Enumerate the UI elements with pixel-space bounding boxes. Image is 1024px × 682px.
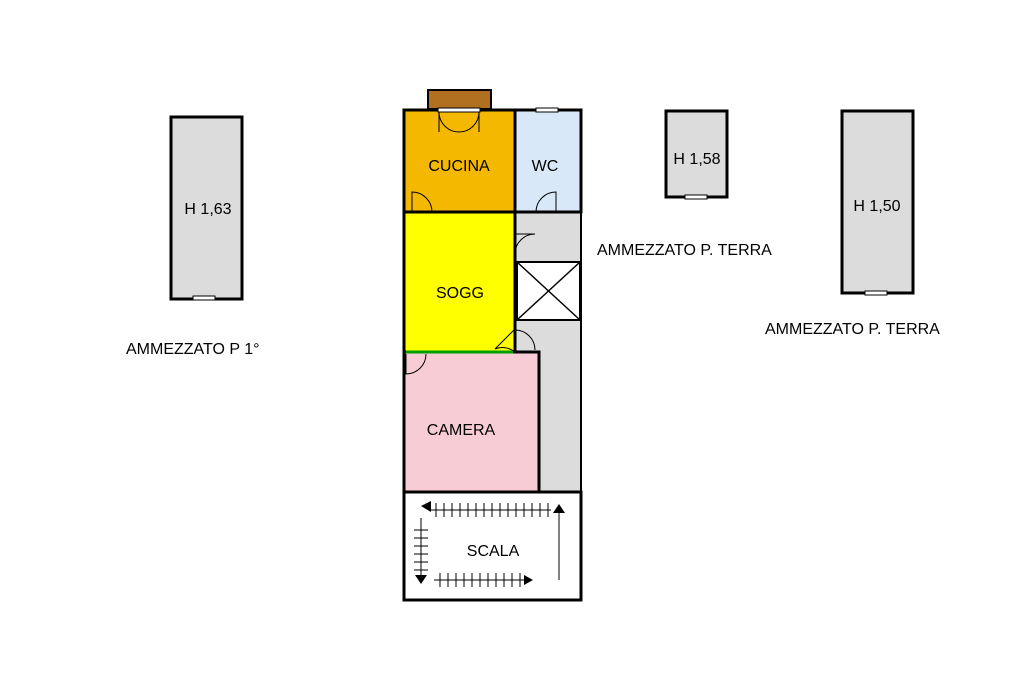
door-arc-cucina — [411, 191, 433, 213]
mezzanine-ground-a-caption: AMMEZZATO P. TERRA — [597, 242, 772, 259]
door-arc-wc — [535, 191, 557, 213]
mezzanine-ground-a: H 1,58 — [664, 109, 729, 200]
mezzanine-first-floor: H 1,63 — [169, 115, 244, 301]
stair-treads — [414, 503, 560, 587]
door-arc-sogg-lower — [494, 328, 516, 353]
main-apartment: CUCINA WC SOGG CAMERA SCALA — [402, 89, 583, 602]
wc-window — [535, 107, 559, 113]
door-arc-camera — [405, 353, 427, 375]
room-label-wc: WC — [532, 158, 559, 175]
mezzanine-ground-a-height: H 1,58 — [673, 151, 720, 168]
room-label-cucina: CUCINA — [428, 158, 490, 175]
door-arc-sogg — [514, 233, 536, 255]
room-sogg — [402, 210, 517, 354]
stair-arrow-icons — [415, 501, 565, 585]
french-door-icon — [437, 107, 481, 133]
mezzanine-first-floor-height: H 1,63 — [184, 201, 231, 218]
mezzanine-first-floor-box — [169, 115, 244, 301]
mezzanine-ground-b-height: H 1,50 — [853, 198, 900, 215]
mezzanine-ground-b-caption: AMMEZZATO P. TERRA — [765, 321, 940, 338]
door-arc-corridor — [514, 329, 536, 351]
mezzanine-ground-a-opening — [684, 194, 708, 200]
balcony — [427, 89, 492, 110]
room-label-camera: CAMERA — [427, 422, 496, 439]
mezzanine-first-floor-caption: AMMEZZATO P 1° — [126, 341, 260, 358]
room-wc — [513, 108, 583, 214]
room-label-sogg: SOGG — [436, 285, 484, 302]
mezzanine-ground-b: H 1,50 — [840, 109, 915, 296]
stair-well-cross-b — [516, 261, 581, 321]
mezzanine-first-floor-opening — [192, 295, 216, 301]
mezzanine-ground-b-opening — [864, 290, 888, 296]
room-label-scala: SCALA — [467, 543, 520, 560]
